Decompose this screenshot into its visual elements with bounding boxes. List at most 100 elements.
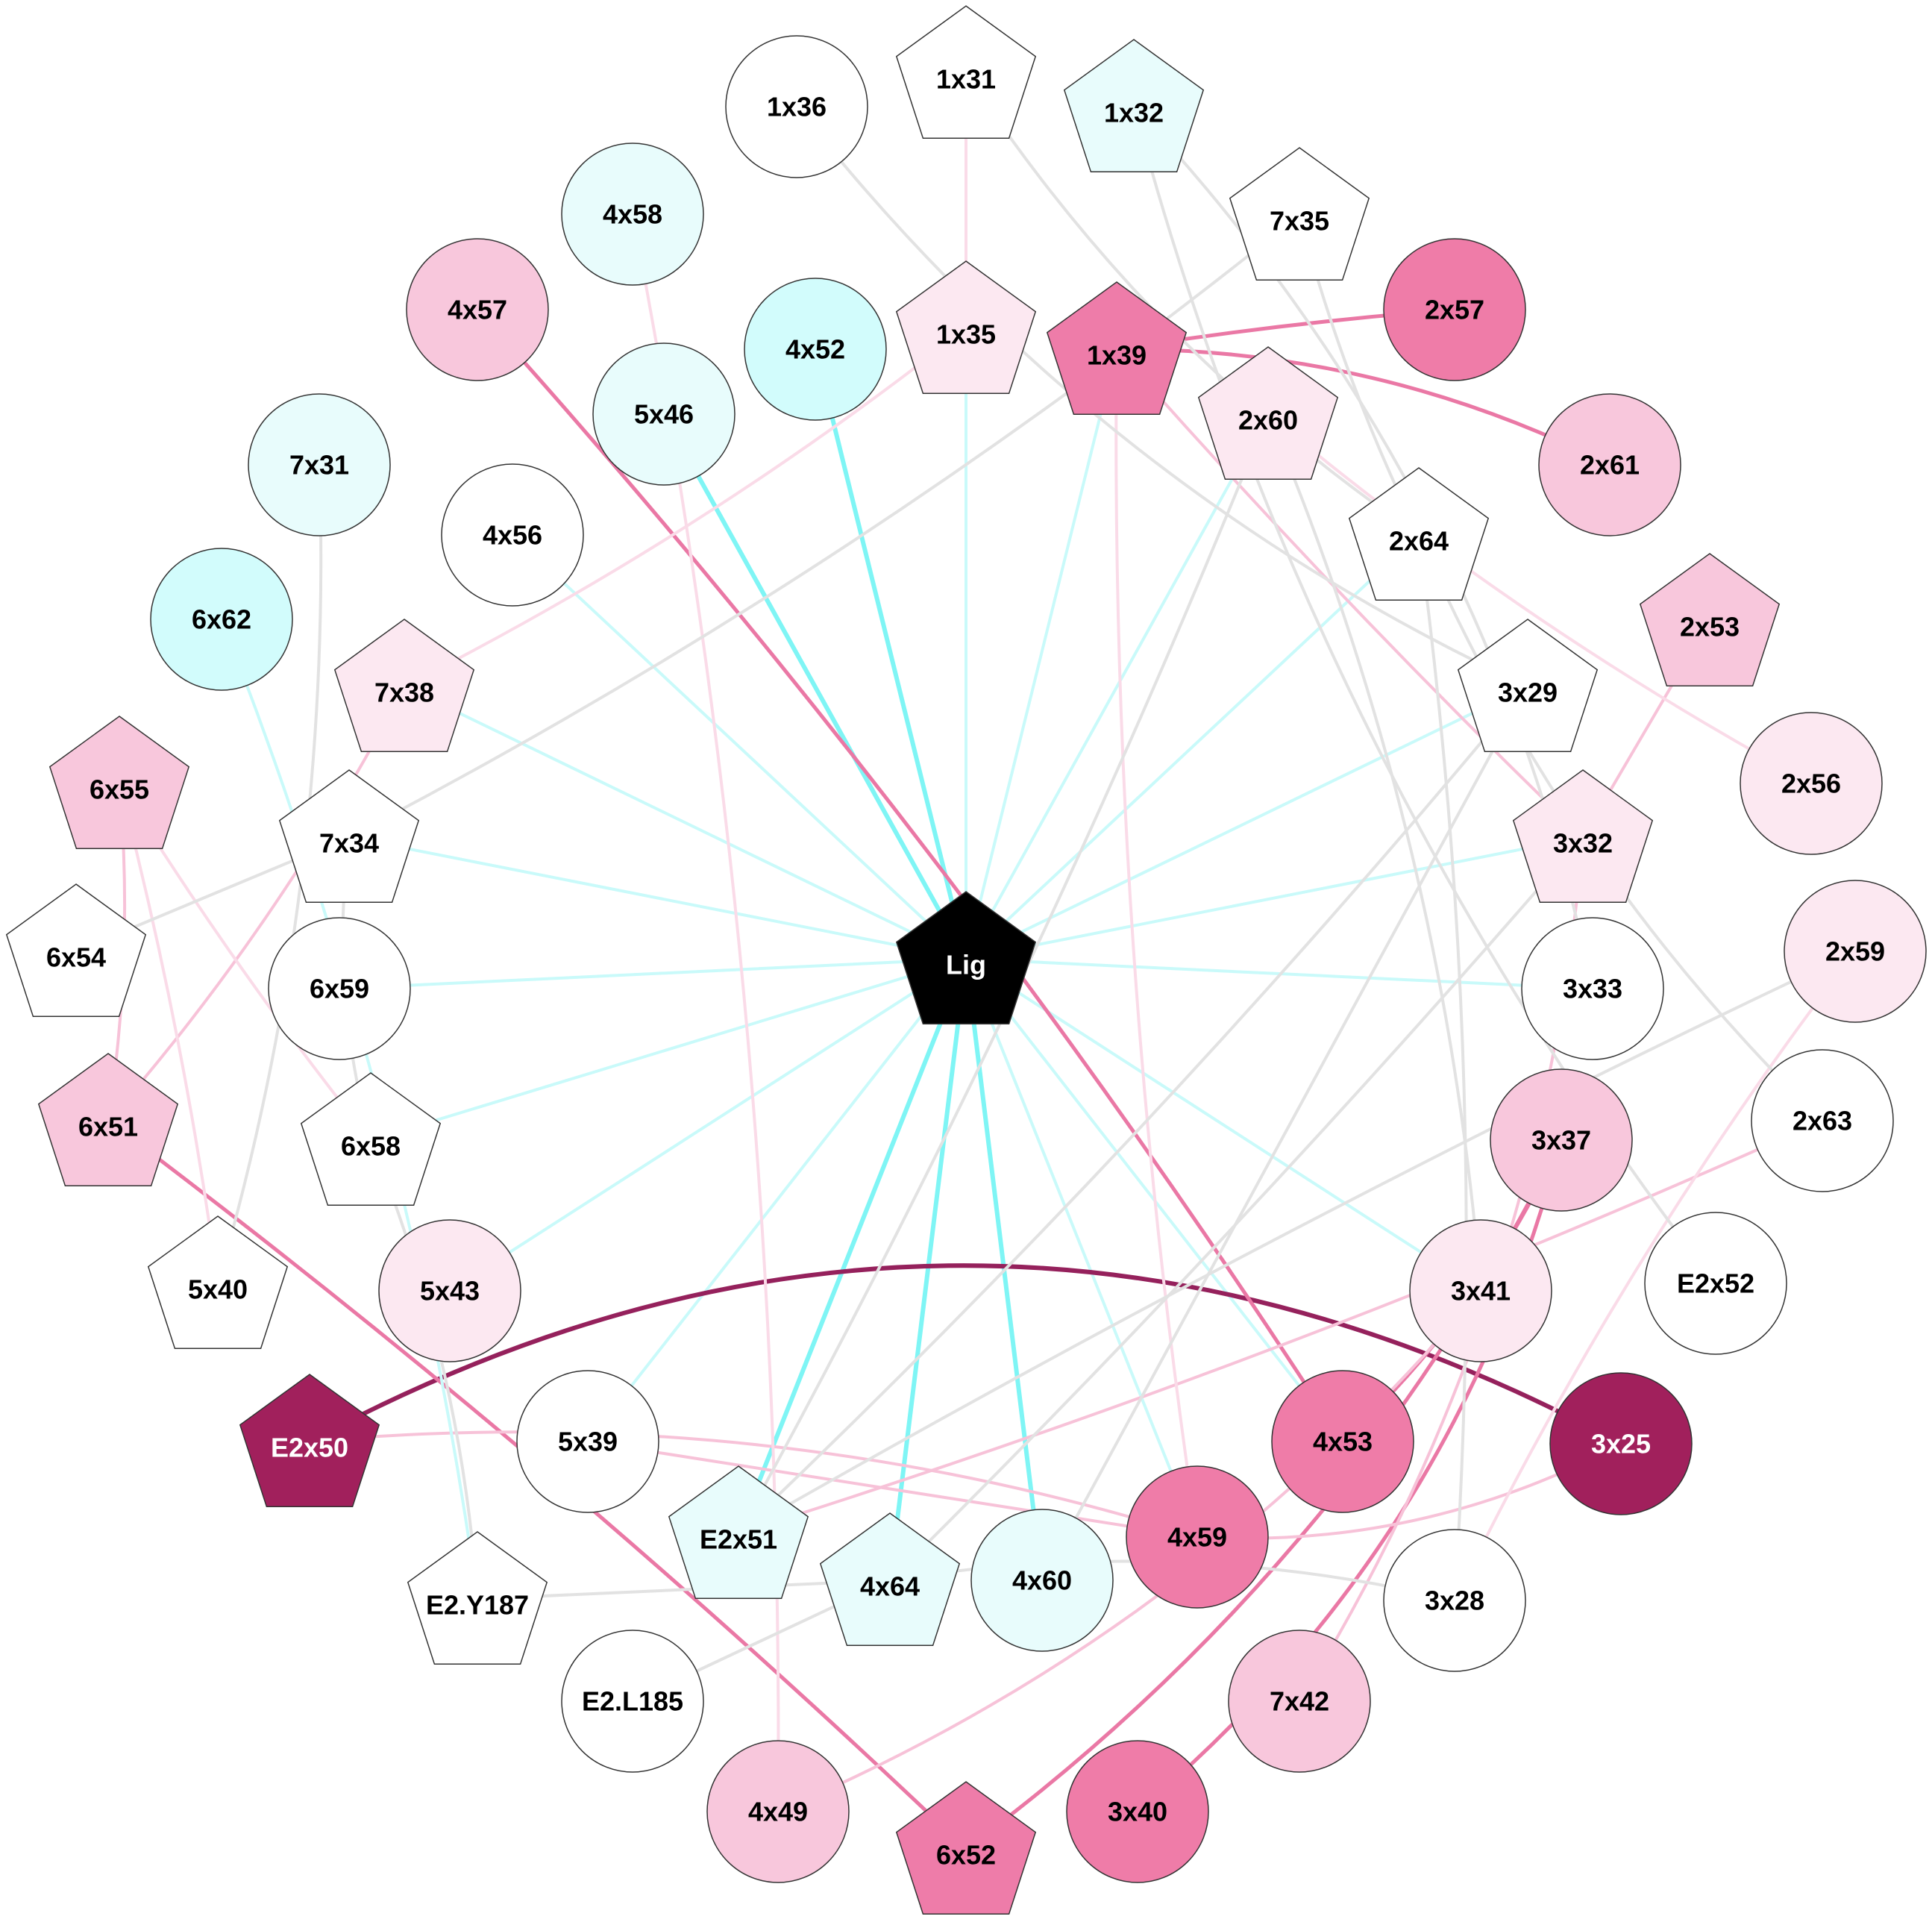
edge-lig-e2x51: [736, 957, 968, 1536]
edge-lig-3x41: [965, 957, 1482, 1292]
node-shape-6x52: [895, 1781, 1037, 1915]
node-e2-y187: E2.Y187: [407, 1531, 548, 1665]
node-shape-3x25: [1549, 1372, 1693, 1515]
node-shape-4x52: [744, 278, 887, 421]
edge-6x55-5x40: [118, 782, 219, 1285]
node-4x57: 4x57: [406, 238, 549, 381]
node-4x49: 4x49: [706, 1740, 850, 1883]
node-3x25: 3x25: [1549, 1372, 1693, 1515]
edge-lig-5x39: [586, 957, 967, 1443]
node-shape-7x31: [248, 393, 391, 536]
node-7x42: 7x42: [1228, 1630, 1371, 1773]
node-3x28: 3x28: [1383, 1529, 1526, 1672]
edge-lig-7x38: [403, 685, 967, 960]
node-label-e2x52: E2x52: [1677, 1268, 1754, 1299]
node-label-1x39: 1x39: [1087, 340, 1147, 371]
edge-lig-4x64: [888, 957, 968, 1583]
node-shape-3x28: [1383, 1529, 1526, 1672]
node-shape-2x60: [1197, 346, 1339, 481]
node-4x58: 4x58: [561, 143, 704, 286]
node-label-lig: Lig: [946, 950, 986, 980]
node-4x53: 4x53: [1271, 1370, 1414, 1513]
node-shape-e2x52: [1644, 1212, 1787, 1355]
node-3x32: 3x32: [1512, 769, 1654, 904]
node-3x29: 3x29: [1457, 619, 1599, 753]
node-shape-4x57: [406, 238, 549, 381]
node-label-4x49: 4x49: [748, 1797, 808, 1827]
node-shape-4x49: [706, 1740, 850, 1883]
node-shape-1x31: [895, 5, 1037, 140]
node-shape-2x63: [1751, 1049, 1894, 1192]
node-e2x50: E2x50: [239, 1374, 380, 1508]
node-label-7x38: 7x38: [374, 677, 434, 708]
node-label-3x40: 3x40: [1108, 1797, 1167, 1827]
node-e2-l185: E2.L185: [561, 1630, 704, 1773]
node-shape-1x36: [725, 35, 868, 178]
node-shape-3x32: [1512, 769, 1654, 904]
node-shape-7x42: [1228, 1630, 1371, 1773]
node-1x35: 1x35: [895, 260, 1037, 395]
node-shape-2x61: [1538, 393, 1681, 536]
edge-7x38-6x51: [107, 685, 406, 1122]
node-label-5x43: 5x43: [420, 1276, 480, 1306]
node-label-3x33: 3x33: [1563, 974, 1622, 1004]
node-shape-4x56: [441, 463, 584, 607]
node-label-3x32: 3x32: [1553, 828, 1613, 859]
node-shape-5x46: [592, 342, 736, 486]
node-6x55: 6x55: [48, 716, 190, 850]
node-4x59: 4x59: [1126, 1465, 1269, 1609]
node-label-2x61: 2x61: [1580, 450, 1640, 481]
node-shape-1x39: [1046, 281, 1188, 416]
edge-2x59-3x28: [1453, 950, 1857, 1602]
node-label-e2x51: E2x51: [700, 1524, 777, 1555]
node-2x64: 2x64: [1348, 467, 1490, 601]
node-shape-2x57: [1383, 238, 1526, 381]
edge-1x39-3x32: [1115, 348, 1584, 839]
node-label-4x58: 4x58: [603, 199, 662, 230]
node-4x56: 4x56: [441, 463, 584, 607]
node-label-1x32: 1x32: [1104, 98, 1164, 128]
node-4x60: 4x60: [970, 1509, 1114, 1652]
edge-2x59-e2x51: [737, 950, 1857, 1535]
node-shape-5x39: [516, 1370, 659, 1513]
node-shape-3x37: [1490, 1068, 1633, 1212]
node-shape-5x43: [378, 1219, 521, 1362]
edge-3x29-e2x51: [737, 685, 1529, 1535]
node-6x59: 6x59: [268, 917, 411, 1060]
node-1x31: 1x31: [895, 5, 1037, 140]
node-label-7x34: 7x34: [319, 828, 379, 859]
node-shape-e2x50: [239, 1374, 380, 1508]
edge-e2x50-4x59: [308, 1430, 1199, 1539]
node-label-e2-y187: E2.Y187: [426, 1590, 529, 1621]
edge-5x39-4x59: [586, 1440, 1199, 1539]
node-label-3x41: 3x41: [1451, 1276, 1511, 1306]
node-label-5x40: 5x40: [188, 1274, 248, 1305]
node-label-e2x50: E2x50: [271, 1433, 348, 1463]
node-shape-6x54: [5, 883, 147, 1018]
edge-1x39-2x61: [1114, 347, 1612, 467]
node-label-4x59: 4x59: [1167, 1522, 1227, 1553]
node-7x35: 7x35: [1229, 147, 1370, 281]
node-shape-4x53: [1271, 1370, 1414, 1513]
node-label-4x53: 4x53: [1313, 1427, 1373, 1457]
node-label-2x60: 2x60: [1238, 405, 1298, 436]
node-shape-4x59: [1126, 1465, 1269, 1609]
edge-e2-y187-4x64: [476, 1579, 891, 1600]
node-shape-3x41: [1409, 1219, 1552, 1362]
edge-lig-6x58: [369, 957, 967, 1142]
node-shape-1x35: [895, 260, 1037, 395]
node-label-2x53: 2x53: [1680, 612, 1740, 642]
node-shape-2x59: [1784, 880, 1927, 1023]
node-label-5x46: 5x46: [634, 399, 694, 430]
node-label-5x39: 5x39: [558, 1427, 618, 1457]
node-label-4x52: 4x52: [785, 334, 845, 365]
edge-lig-4x52: [813, 347, 968, 961]
edge-1x36-3x29: [795, 105, 1529, 688]
node-label-2x64: 2x64: [1389, 526, 1449, 557]
node-shape-6x59: [268, 917, 411, 1060]
edge-1x35-7x38: [403, 327, 967, 688]
node-4x52: 4x52: [744, 278, 887, 421]
node-label-4x60: 4x60: [1012, 1565, 1072, 1596]
node-label-1x35: 1x35: [936, 319, 996, 350]
node-label-2x57: 2x57: [1425, 295, 1484, 325]
